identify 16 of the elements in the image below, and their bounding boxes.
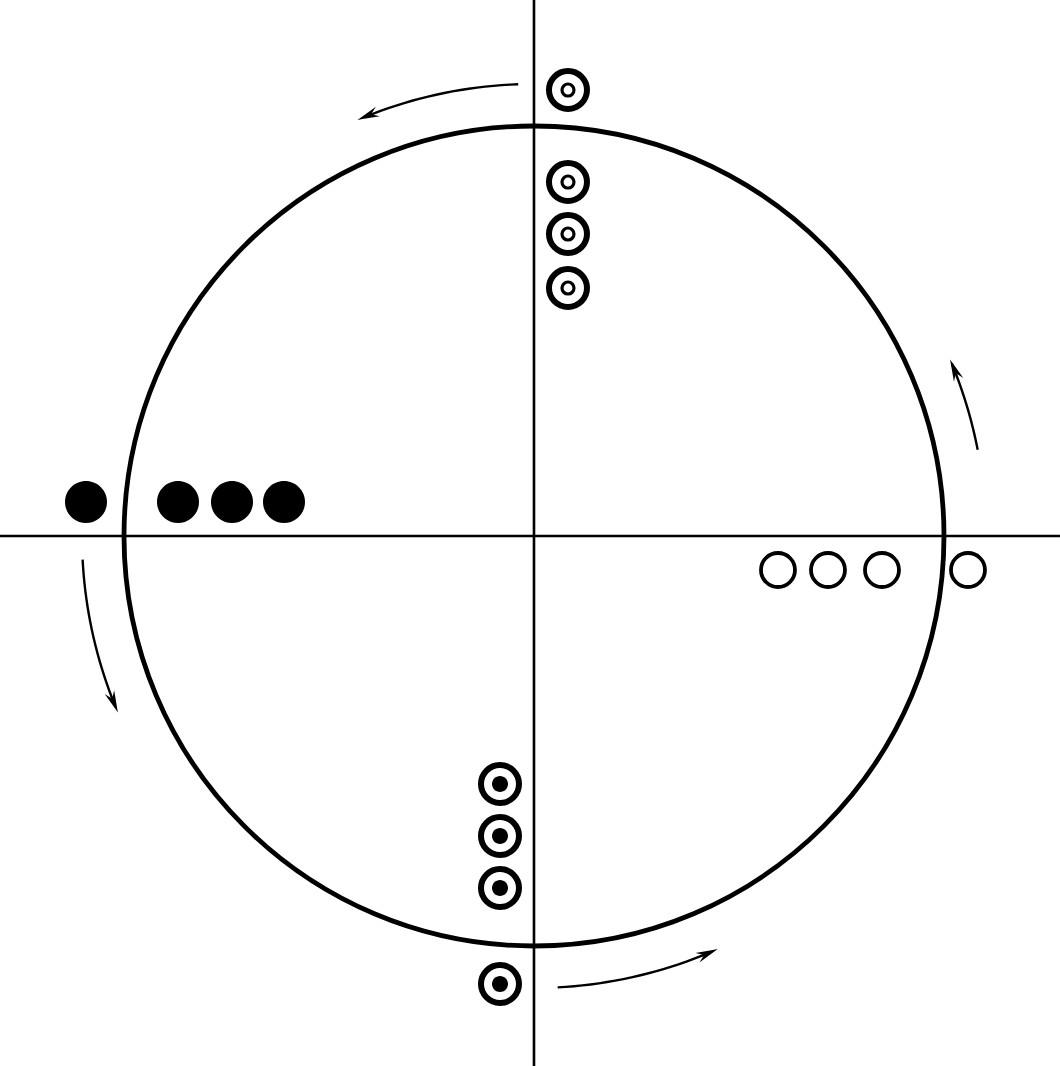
ring-marker	[546, 68, 590, 112]
ring-marker	[546, 266, 590, 310]
open-circle	[809, 551, 847, 589]
target-marker	[478, 962, 522, 1006]
open-circle	[949, 551, 987, 589]
open-circle	[863, 551, 901, 589]
target-marker	[478, 762, 522, 806]
filled-dot	[65, 481, 107, 523]
filled-dot	[211, 481, 253, 523]
ring-marker	[546, 160, 590, 204]
target-marker	[478, 866, 522, 910]
ring-marker	[546, 212, 590, 256]
open-circle	[759, 551, 797, 589]
target-marker	[478, 814, 522, 858]
filled-dot	[263, 481, 305, 523]
filled-dot	[157, 481, 199, 523]
